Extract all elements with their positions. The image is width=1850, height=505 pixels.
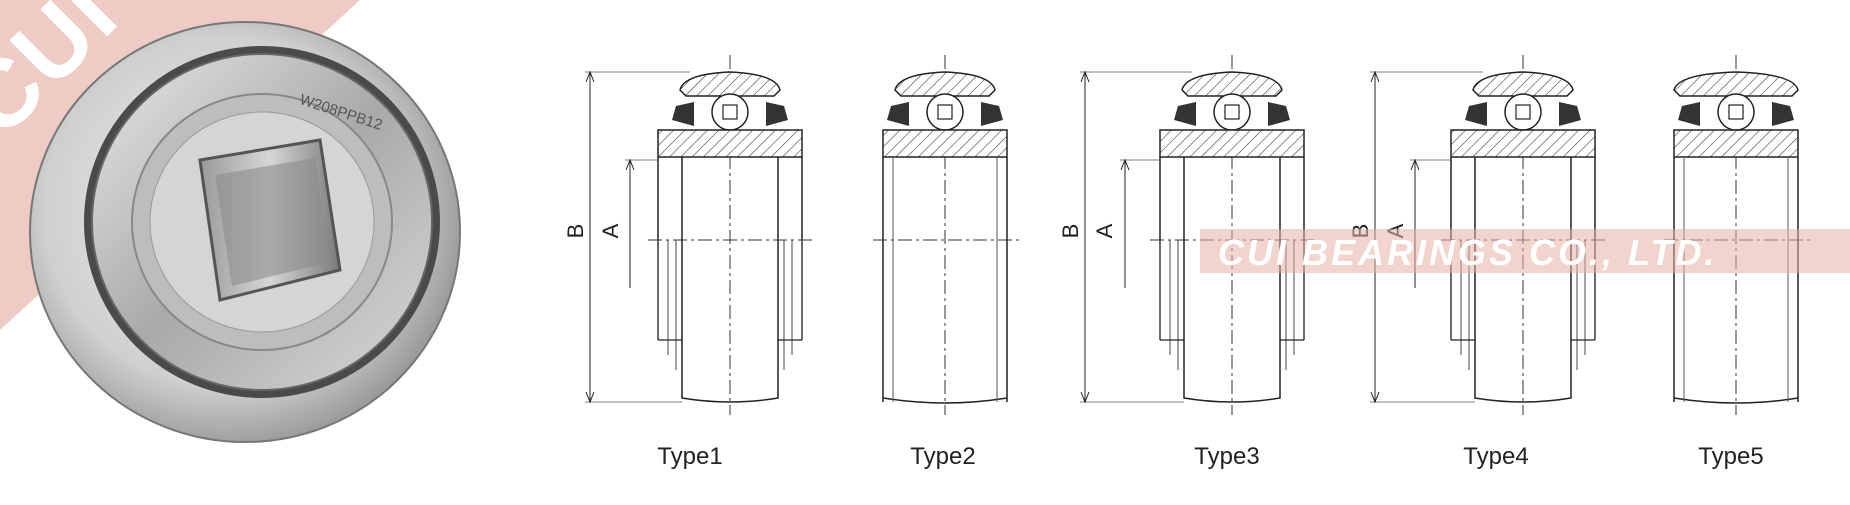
ball <box>1213 93 1251 131</box>
seal <box>1268 102 1290 126</box>
seal <box>1174 102 1196 126</box>
type-label-3: Type3 <box>1194 443 1260 470</box>
outer-race <box>1472 71 1574 97</box>
arrow <box>1410 158 1420 171</box>
type-label-2: Type2 <box>910 443 976 470</box>
watermark-band <box>1200 229 1850 273</box>
dimension-a-label-3: A <box>1092 223 1117 239</box>
inner-ring <box>657 129 803 158</box>
ball-center <box>1728 104 1744 120</box>
drawing-type-4 <box>1370 55 1607 415</box>
ball <box>1504 93 1542 131</box>
bearing-photo: CUI W208PPB12 <box>0 0 520 500</box>
inner-ring <box>882 129 1008 158</box>
watermark: CUI BEARINGS CO., LTD. <box>1218 232 1718 273</box>
outer-race <box>1673 71 1799 97</box>
shaft-outline <box>1474 157 1572 403</box>
ball-center <box>937 104 953 120</box>
type-label-5: Type5 <box>1698 443 1764 470</box>
drawing-type-2 <box>873 55 1019 415</box>
bottom-edge <box>1673 397 1799 404</box>
arrow <box>1370 391 1380 404</box>
dimension-b-label-3: B <box>1058 223 1083 239</box>
arrow <box>585 70 595 83</box>
dimension-a-label-1: A <box>598 223 623 239</box>
arrow <box>585 391 595 404</box>
drawing-type-5 <box>1664 55 1810 415</box>
ball <box>711 93 749 131</box>
arrow <box>625 158 635 171</box>
inner-ring <box>1159 129 1305 158</box>
seal <box>1772 102 1794 126</box>
arrow <box>1080 391 1090 404</box>
seal <box>1465 102 1487 126</box>
ball-center <box>1515 104 1531 120</box>
arrow <box>1080 70 1090 83</box>
outer-race <box>679 71 781 97</box>
drawing-type-1 <box>585 55 814 415</box>
bearing-photo-drawing <box>0 0 461 443</box>
outer-race <box>894 71 996 97</box>
seal <box>1678 102 1700 126</box>
seal <box>672 102 694 126</box>
seal <box>1559 102 1581 126</box>
type-label-4: Type4 <box>1463 443 1529 470</box>
shaft-outline <box>681 157 779 403</box>
shaft-outline <box>1183 157 1281 403</box>
dimension-b-label-1: B <box>563 223 588 239</box>
ball-center <box>722 104 738 120</box>
inner-ring <box>1450 129 1596 158</box>
drawing-type-3 <box>1080 55 1316 415</box>
bottom-edge <box>882 397 1008 404</box>
inner-ring <box>1673 129 1799 158</box>
type-label-1: Type1 <box>657 443 723 470</box>
seal <box>887 102 909 126</box>
seal <box>981 102 1003 126</box>
arrow <box>1120 158 1130 171</box>
ball <box>926 93 964 131</box>
arrow <box>1370 70 1380 83</box>
ball-center <box>1224 104 1240 120</box>
outer-race <box>1181 71 1283 97</box>
ball <box>1717 93 1755 131</box>
seal <box>766 102 788 126</box>
